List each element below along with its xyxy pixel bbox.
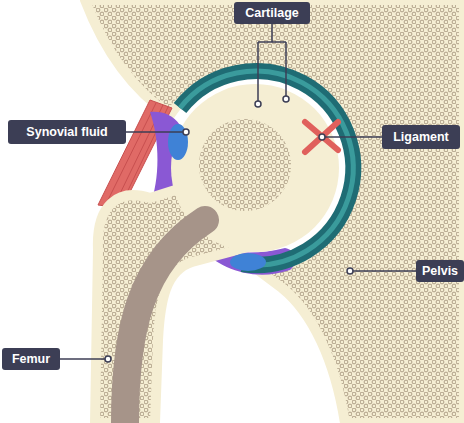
pelvis-bone — [85, 0, 464, 423]
bone-marrow — [125, 220, 205, 423]
label-text: Ligament — [393, 130, 449, 144]
label-box: Cartilage — [234, 2, 310, 24]
label-box: Ligament — [382, 125, 460, 149]
label-box: Pelvis — [416, 260, 464, 282]
label-box: Synovial fluid — [8, 120, 126, 144]
label-text: Femur — [12, 352, 50, 366]
leader-line — [126, 131, 186, 133]
cartilage-ring — [180, 71, 353, 265]
cartilage-highlight — [180, 71, 353, 265]
synovial-fluid — [168, 124, 188, 160]
leader-dot — [255, 101, 261, 107]
bracket-leader — [258, 24, 286, 104]
spongy-bone — [199, 119, 291, 211]
leader-dot — [319, 134, 325, 140]
leader-dot — [105, 356, 111, 362]
leader-dot — [283, 96, 289, 102]
leader-line — [60, 358, 108, 360]
leader-dot — [183, 129, 189, 135]
label-box: Femur — [2, 348, 60, 370]
leader-dot — [347, 268, 353, 274]
label-text: Cartilage — [245, 6, 299, 20]
leader-line — [322, 136, 382, 138]
label-text: Synovial fluid — [26, 125, 107, 139]
synovial-fluid — [230, 253, 266, 271]
label-text: Pelvis — [422, 264, 458, 278]
leader-line — [350, 270, 416, 272]
